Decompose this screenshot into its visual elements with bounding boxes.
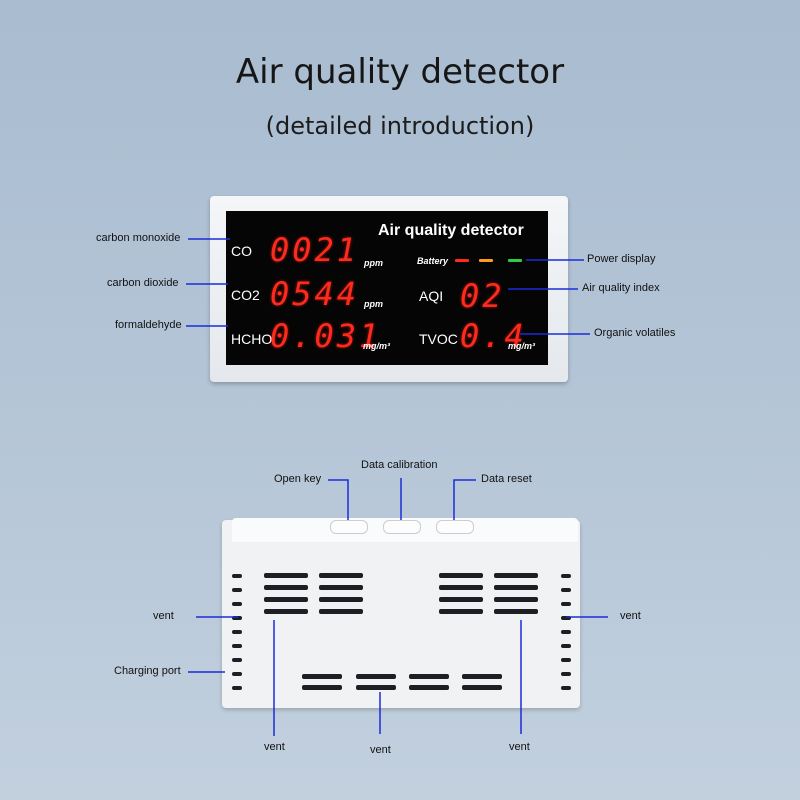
- vent-slot: [409, 674, 449, 679]
- side-vent-slot: [232, 616, 242, 620]
- callout-vent-bottom-center: vent: [370, 744, 391, 756]
- vent-slot: [319, 573, 363, 578]
- hcho-unit: mg/m³: [363, 341, 390, 351]
- vent-slot: [319, 609, 363, 614]
- side-vent-slot: [232, 602, 242, 606]
- co-unit: ppm: [364, 258, 383, 268]
- side-vent-slot: [232, 644, 242, 648]
- vent-slot: [356, 685, 396, 690]
- side-vent-slot: [561, 574, 571, 578]
- co-label: CO: [231, 243, 252, 259]
- callout-vent-bottom-right: vent: [509, 741, 530, 753]
- side-vent-slot: [232, 672, 242, 676]
- co2-unit: ppm: [364, 299, 383, 309]
- callout-line: [453, 479, 476, 520]
- hcho-value: 0.031: [270, 317, 382, 355]
- vent-slot: [439, 597, 483, 602]
- vent-slot: [302, 674, 342, 679]
- side-vent-slot: [561, 616, 571, 620]
- vent-slot: [319, 597, 363, 602]
- vent-slot: [439, 609, 483, 614]
- callout-open-key: Open key: [274, 473, 322, 485]
- vent-slot: [494, 609, 538, 614]
- callout-line: [328, 479, 349, 520]
- battery-label: Battery: [417, 256, 449, 266]
- display-screen: [226, 211, 548, 365]
- vent-slot: [264, 573, 308, 578]
- vent-slot: [494, 573, 538, 578]
- callout-carbon-dioxide: carbon dioxide: [107, 277, 179, 289]
- screen-title: Air quality detector: [378, 222, 524, 239]
- side-vent-slot: [232, 574, 242, 578]
- vent-slot: [462, 674, 502, 679]
- page-subtitle: (detailed introduction): [265, 112, 535, 140]
- vent-slot: [439, 585, 483, 590]
- battery-led-green: [508, 259, 522, 262]
- callout-carbon-monoxide: carbon monoxide: [96, 232, 181, 244]
- callout-data-calibration: Data calibration: [361, 459, 438, 471]
- callout-vent-right: vent: [620, 610, 641, 622]
- vent-slot: [494, 597, 538, 602]
- side-vent-slot: [561, 602, 571, 606]
- side-vent-slot: [232, 686, 242, 690]
- aqi-value: 02: [460, 277, 505, 315]
- side-vent-slot: [561, 644, 571, 648]
- hcho-label: HCHO: [231, 331, 273, 347]
- callout-formaldehyde: formaldehyde: [115, 319, 182, 331]
- side-vent-slot: [232, 588, 242, 592]
- aqi-label: AQI: [419, 288, 444, 304]
- side-vent-slot: [232, 630, 242, 634]
- vent-slot: [264, 609, 308, 614]
- page-title: Air quality detector: [235, 52, 565, 92]
- tvoc-value: 0.4: [460, 317, 527, 355]
- data-calibration-button: [383, 520, 421, 534]
- callout-vent-bottom-left: vent: [264, 741, 285, 753]
- side-vent-slot: [561, 658, 571, 662]
- vent-slot: [409, 685, 449, 690]
- vent-slot: [439, 573, 483, 578]
- side-vent-slot: [232, 658, 242, 662]
- tvoc-label: TVOC: [419, 331, 458, 347]
- side-vent-slot: [561, 588, 571, 592]
- vent-slot: [264, 585, 308, 590]
- vent-slot: [356, 674, 396, 679]
- battery-led-orange: [479, 259, 493, 262]
- vent-slot: [494, 585, 538, 590]
- side-vent-slot: [561, 630, 571, 634]
- data-reset-button: [436, 520, 474, 534]
- callout-vent-left: vent: [153, 610, 174, 622]
- vent-slot: [462, 685, 502, 690]
- open-key-button: [330, 520, 368, 534]
- co-value: 0021: [270, 231, 360, 269]
- battery-led-red: [455, 259, 469, 262]
- co2-label: CO2: [231, 287, 260, 303]
- callout-air-quality-index: Air quality index: [582, 282, 660, 294]
- tvoc-unit: mg/m³: [508, 341, 535, 351]
- callout-organic-volatiles: Organic volatiles: [594, 327, 676, 339]
- vent-slot: [319, 585, 363, 590]
- callout-power-display: Power display: [587, 253, 656, 265]
- callout-charging-port: Charging port: [114, 665, 181, 677]
- vent-slot: [264, 597, 308, 602]
- co2-value: 0544: [270, 275, 360, 313]
- side-vent-slot: [561, 672, 571, 676]
- callout-data-reset: Data reset: [481, 473, 532, 485]
- side-vent-slot: [561, 686, 571, 690]
- vent-slot: [302, 685, 342, 690]
